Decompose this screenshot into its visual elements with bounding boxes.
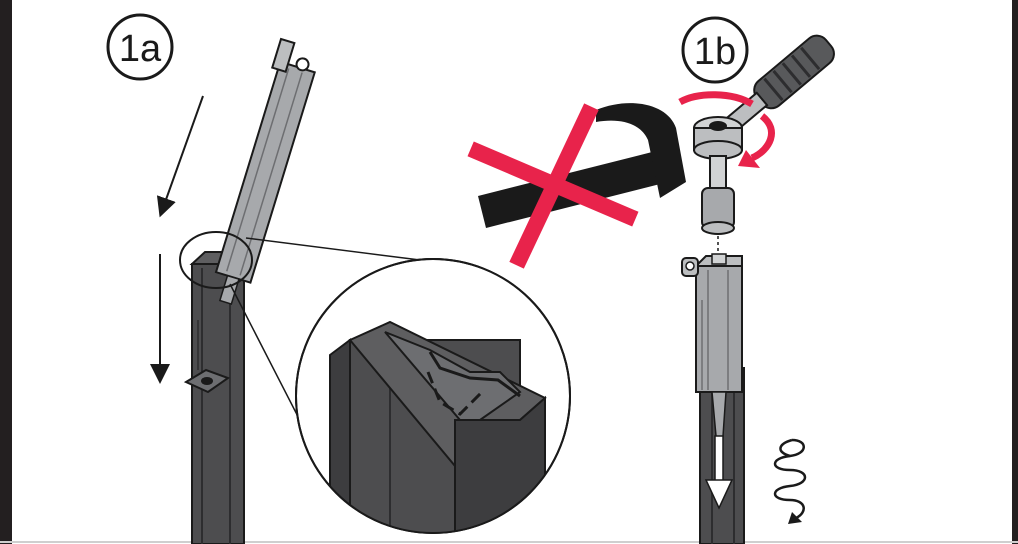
rotation-arrow-icon	[678, 91, 775, 168]
step-1a-badge: 1a	[106, 13, 174, 81]
magnifier-leader-top	[245, 237, 421, 261]
post-insert-left	[214, 37, 316, 305]
ratchet-wrench-icon	[693, 34, 835, 256]
step-1b-label: 1b	[694, 31, 736, 73]
groove-outline	[428, 351, 521, 398]
post-insert-right	[681, 253, 743, 481]
magnified-detail-view	[295, 258, 571, 534]
right-frame-border	[1012, 0, 1018, 544]
slide-direction-arrow	[156, 95, 204, 218]
spiral-icon	[773, 438, 807, 524]
hex-bolt-head	[711, 253, 727, 265]
groove-hidden-edge	[426, 371, 484, 416]
fence-post-left	[183, 251, 254, 544]
cross-icon	[467, 103, 639, 269]
down-arrow-icon	[704, 435, 734, 510]
step-1a-group: 1a	[106, 13, 571, 544]
left-frame-border	[0, 0, 12, 544]
step-1b-badge: 1b	[681, 16, 749, 84]
step-1a-label: 1a	[119, 28, 162, 70]
detail-focus-circle	[179, 231, 253, 289]
step-1b-group: 1b	[467, 16, 835, 544]
mounting-bracket	[183, 368, 231, 394]
